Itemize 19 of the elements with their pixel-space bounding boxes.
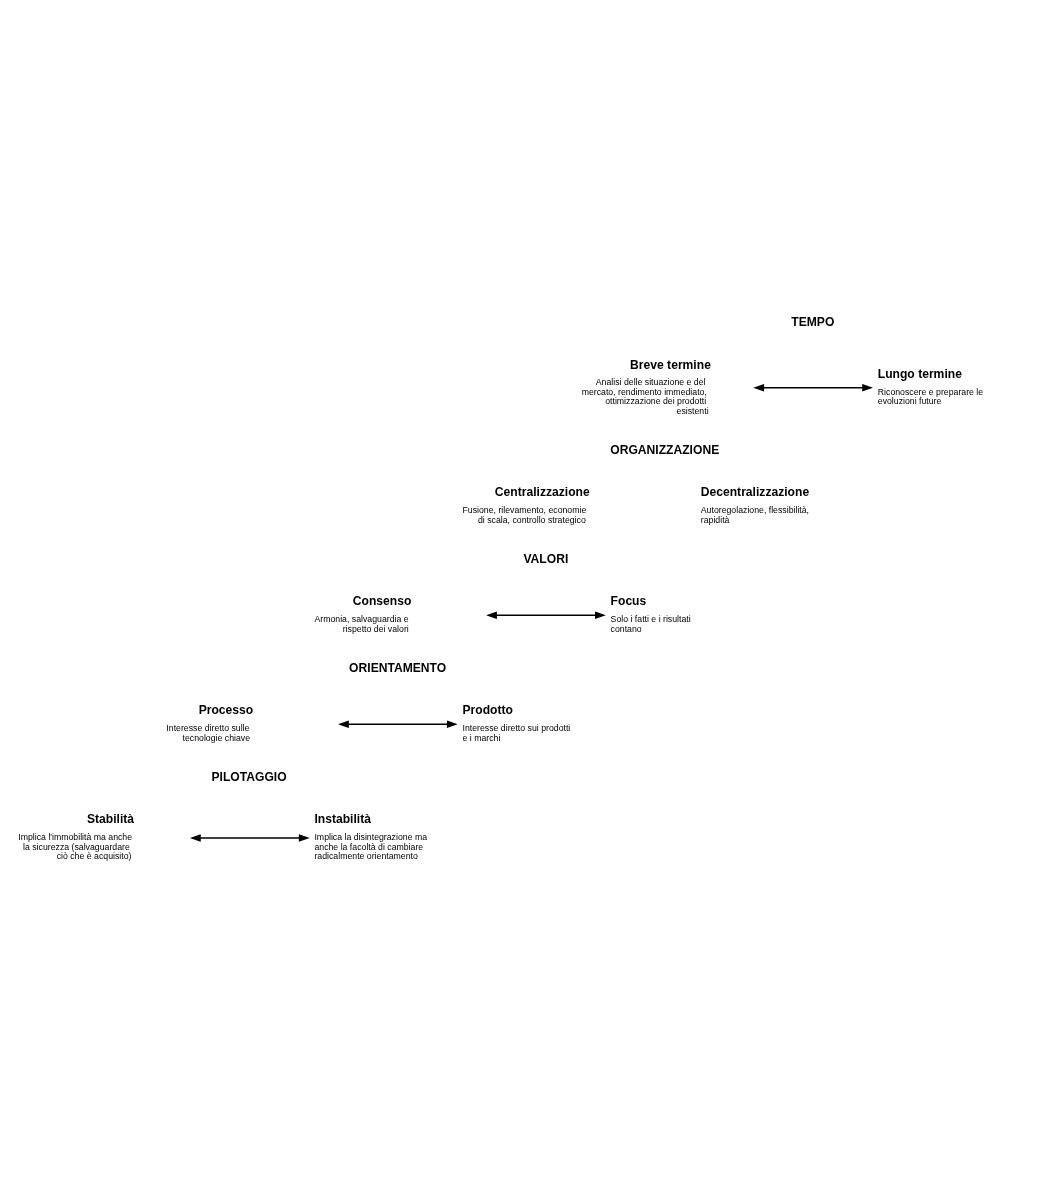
node-text: Processo Interesse diretto sulle tecnologie chiave — [166, 703, 254, 743]
arrow — [338, 720, 458, 729]
node-text: Stabilità Implica l'immobilità ma anche la sicurezza (salvaguardare ciò che è acquisito) — [18, 812, 135, 862]
node-text: Breve termine Analisi delle situazione e del mercato, rendimento immediato, ottimizzazione dei prodotti esistenti — [581, 357, 711, 416]
node-text: Decentralizzazione Autoregolazione, flessibilità, rapidità — [700, 485, 810, 525]
label: PILOTAGGIO — [211, 770, 287, 785]
node-text: Consenso Armonia, salvaguardia e rispetto dei valori — [314, 594, 412, 634]
node-text: Centralizzazione Fusione, rilevamento, economie di scala, controllo strategico — [462, 485, 590, 525]
node-text: Lungo termine Riconoscere e preparare le evoluzioni future — [877, 366, 984, 407]
arrow — [486, 611, 606, 620]
label: TEMPO — [791, 315, 835, 330]
arrow — [753, 383, 873, 392]
node-text: Prodotto Interesse diretto sui prodotti e i marchi — [462, 703, 571, 743]
node-text: Focus Solo i fatti e i risultati contano — [610, 594, 691, 634]
node-text: Instabilità Implica la disintegrazione ma anche la facoltà di cambiare radicalmente orientamento — [314, 812, 428, 862]
label: ORGANIZZAZIONE — [610, 442, 720, 457]
label: ORIENTAMENTO — [349, 661, 447, 676]
label: VALORI — [523, 552, 569, 567]
arrow — [189, 834, 310, 842]
